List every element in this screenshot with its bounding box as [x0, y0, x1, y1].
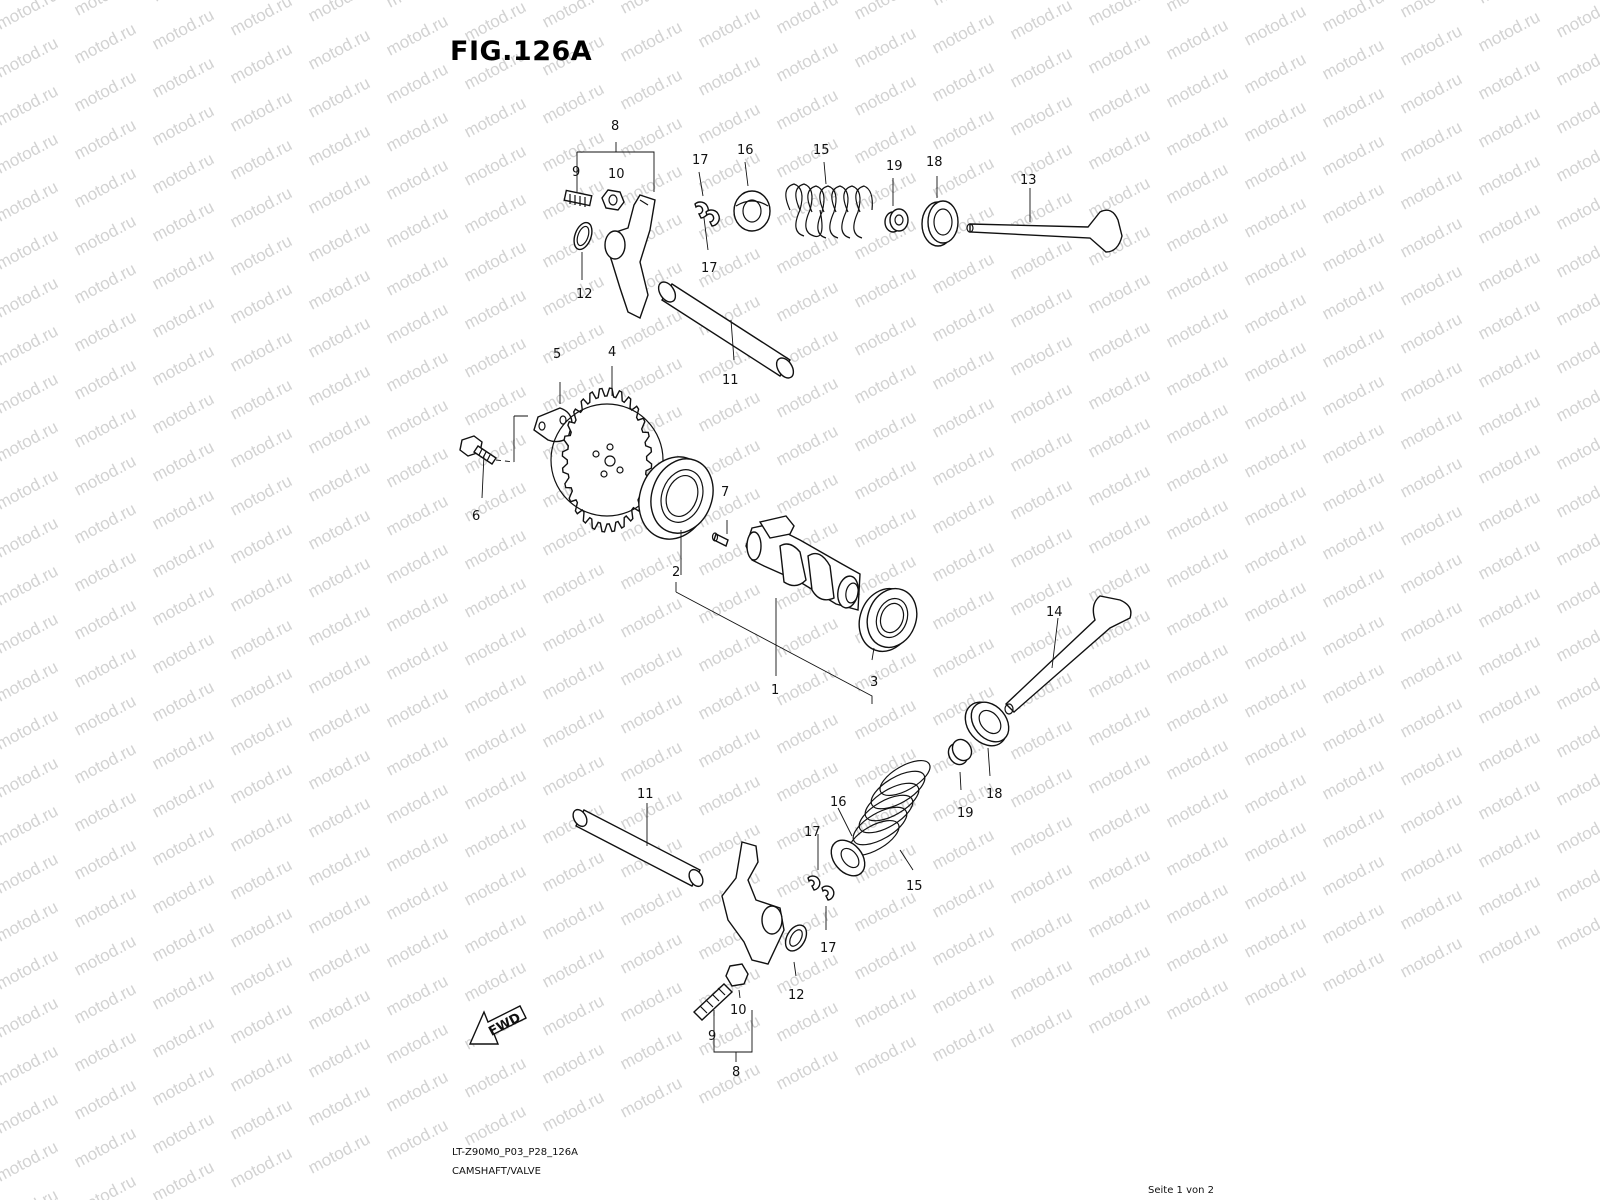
exhaust-valve	[1004, 595, 1132, 715]
callout-label: 10	[608, 167, 625, 182]
callout-label: 5	[553, 347, 561, 362]
spring-retainer-upper	[733, 190, 771, 232]
adjusting-screw-upper	[563, 189, 593, 207]
diagram-subtitle: CAMSHAFT/VALVE	[452, 1166, 541, 1177]
cam-sprocket	[550, 387, 664, 533]
callout-label: 11	[637, 787, 654, 802]
callout-label: 8	[732, 1065, 740, 1080]
callout-label: 9	[572, 165, 580, 180]
callout-label: 16	[830, 795, 847, 810]
callout-label: 8	[611, 119, 619, 134]
callout-label: 11	[722, 373, 739, 388]
callout-label: 6	[472, 509, 480, 524]
callout-label: 10	[730, 1003, 747, 1018]
callout-label: 18	[986, 787, 1003, 802]
callout-label: 19	[957, 806, 974, 821]
callout-label: 19	[886, 159, 903, 174]
adjusting-screw-lower	[692, 983, 734, 1021]
pin	[711, 532, 729, 547]
cotter-lower	[807, 875, 835, 901]
intake-valve	[966, 209, 1123, 253]
diagram-code: LT-Z90M0_P03_P28_126A	[452, 1147, 578, 1158]
callout-label: 17	[701, 261, 718, 276]
bearing-right	[858, 587, 918, 653]
bearing-left	[638, 456, 714, 540]
callout-label: 1	[771, 683, 779, 698]
callout-label: 13	[1020, 173, 1037, 188]
callout-label: 14	[1046, 605, 1063, 620]
camshaft	[745, 515, 861, 611]
callout-label: 17	[692, 153, 709, 168]
callout-label: 15	[906, 879, 923, 894]
lock-nut-lower	[725, 963, 749, 987]
rocker-shaft-lower	[572, 808, 704, 888]
spring-seat-lower	[964, 701, 1010, 747]
callout-label: 16	[737, 143, 754, 158]
callout-label: 2	[672, 565, 680, 580]
page-footer: Seite 1 von 2	[1148, 1185, 1214, 1196]
callout-label: 17	[804, 825, 821, 840]
callout-label: 15	[813, 143, 830, 158]
spring-seat-upper	[921, 200, 959, 247]
rocker-shaft-upper	[657, 281, 795, 379]
callout-label: 12	[788, 988, 805, 1003]
leader-lines	[481, 161, 1059, 1016]
rocker-arm-lower	[721, 841, 785, 965]
valve-spring-upper	[785, 183, 873, 239]
forward-direction-arrow: FWD	[468, 1005, 527, 1045]
spring-retainer-lower	[830, 839, 866, 877]
figure-title: FIG.126A	[450, 36, 593, 67]
callout-label: 18	[926, 155, 943, 170]
callout-label: 4	[608, 345, 616, 360]
valve-stem-seal-upper	[884, 208, 909, 233]
valve-spring-lower	[848, 759, 931, 857]
sprocket-bolt	[459, 435, 497, 465]
valve-stem-seal-lower	[947, 738, 973, 766]
washer-upper	[573, 221, 593, 251]
callout-label: 9	[708, 1029, 716, 1044]
callout-label: 17	[820, 941, 837, 956]
callout-label: 3	[870, 675, 878, 690]
callout-label: 7	[721, 485, 729, 500]
washer-lower	[784, 924, 808, 952]
lock-nut-upper	[601, 189, 625, 211]
rocker-arm-upper	[604, 194, 656, 319]
callout-label: 12	[576, 287, 593, 302]
cotter-upper	[694, 201, 720, 227]
